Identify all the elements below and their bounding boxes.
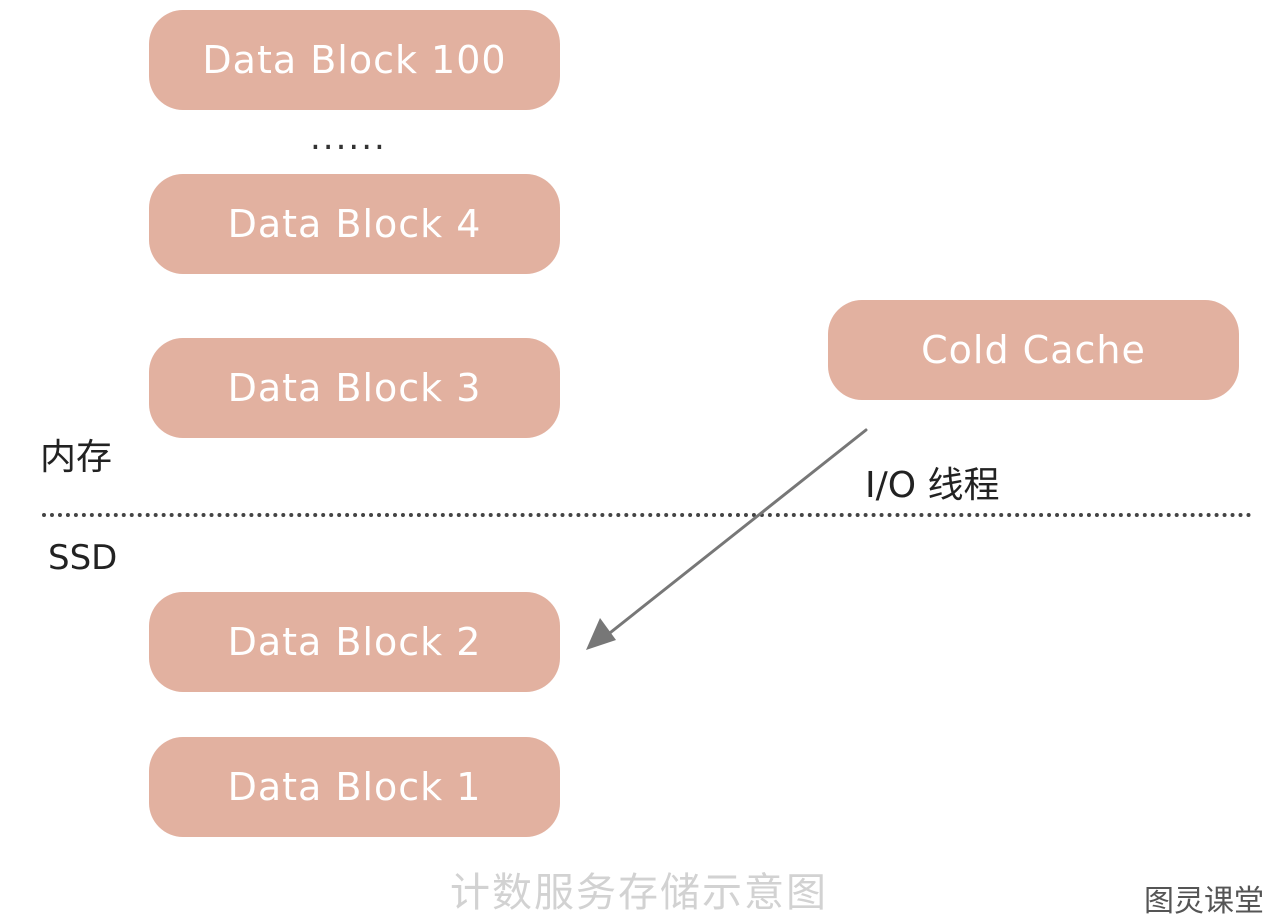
data-block-2: Data Block 2 bbox=[149, 592, 560, 692]
data-block-1: Data Block 1 bbox=[149, 737, 560, 837]
data-block-4: Data Block 4 bbox=[149, 174, 560, 274]
memory-ssd-divider bbox=[42, 513, 1252, 517]
io-thread-label: I/O 线程 bbox=[865, 465, 1000, 506]
ssd-label: SSD bbox=[48, 538, 118, 578]
watermark-logo-text: 图灵课堂 bbox=[1144, 884, 1264, 919]
data-block-3: Data Block 3 bbox=[149, 338, 560, 438]
memory-label: 内存 bbox=[40, 437, 113, 478]
ellipsis-dots: ...... bbox=[310, 118, 387, 158]
cold-cache-block: Cold Cache bbox=[828, 300, 1239, 400]
diagram-caption: 计数服务存储示意图 bbox=[450, 870, 828, 916]
io-arrow-line bbox=[604, 428, 868, 638]
data-block-100: Data Block 100 bbox=[149, 10, 560, 110]
io-arrow-head bbox=[586, 618, 616, 650]
